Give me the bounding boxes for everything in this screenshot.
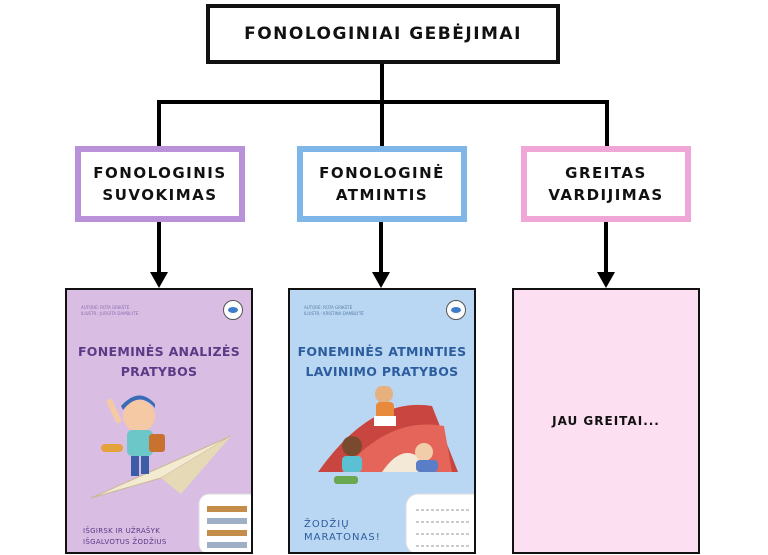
book-cover-coming-soon: JAU GREITAI... bbox=[512, 288, 700, 554]
book-cover-foneminės-analizes[interactable]: AUTORĖ: RŪTA GRIKŠTĖ ILIUSTR.: JURGITA D… bbox=[65, 288, 253, 554]
arrow-cat2-book2 bbox=[372, 222, 390, 288]
category-label-line1: GREITAS bbox=[548, 162, 663, 184]
root-node: FONOLOGINIAI GEBĖJIMAI bbox=[206, 4, 560, 64]
book-subtitle-line2: MARATONAS! bbox=[304, 531, 381, 544]
arrow-cat1-book1 bbox=[150, 222, 168, 288]
publisher-logo-icon bbox=[446, 300, 466, 320]
book-title: FONEMINĖS ATMINTIES LAVINIMO PRATYBOS bbox=[290, 342, 474, 382]
worksheet-thumbnail-illustration bbox=[400, 488, 476, 554]
publisher-logo-icon bbox=[223, 300, 243, 320]
book-title: FONEMINĖS ANALIZĖS PRATYBOS bbox=[67, 342, 251, 382]
book-illustrator-line: ILIUSTR.: JURGITA DAMBLYTĖ bbox=[81, 311, 138, 317]
book-title-line2: LAVINIMO PRATYBOS bbox=[290, 362, 474, 382]
category-label-line2: VARDIJIMAS bbox=[548, 184, 663, 206]
book-cover-fonemines-atminties[interactable]: AUTORĖ: RŪTA GRIKŠTĖ ILIUSTR.: KRISTINA … bbox=[288, 288, 476, 554]
book-authors: AUTORĖ: RŪTA GRIKŠTĖ ILIUSTR.: KRISTINA … bbox=[304, 305, 364, 317]
book-subtitle: IŠGIRSK IR UŽRAŠYK IŠGALVOTUS ŽODŽIUS bbox=[83, 526, 167, 548]
root-label: FONOLOGINIAI GEBĖJIMAI bbox=[244, 24, 522, 44]
category-label-line2: SUVOKIMAS bbox=[93, 184, 226, 206]
book-title-line1: FONEMINĖS ATMINTIES bbox=[290, 342, 474, 362]
book-subtitle-line1: ŽODŽIŲ bbox=[304, 518, 381, 531]
category-fonologine-atmintis: FONOLOGINĖ ATMINTIS bbox=[297, 146, 467, 222]
book-authors: AUTORĖ: RŪTA GRIKŠTĖ ILIUSTR.: JURGITA D… bbox=[81, 305, 138, 317]
book-title-line1: FONEMINĖS ANALIZĖS bbox=[67, 342, 251, 362]
book-subtitle: ŽODŽIŲ MARATONAS! bbox=[304, 518, 381, 544]
book-subtitle-line2: IŠGALVOTUS ŽODŽIUS bbox=[83, 537, 167, 548]
category-label-line2: ATMINTIS bbox=[319, 184, 445, 206]
kids-book-tent-illustration bbox=[312, 386, 462, 496]
coming-soon-label: JAU GREITAI... bbox=[552, 414, 660, 428]
book-subtitle-line1: IŠGIRSK IR UŽRAŠYK bbox=[83, 526, 167, 537]
book-illustrator-line: ILIUSTR.: KRISTINA DAMBLYTĖ bbox=[304, 311, 364, 317]
category-fonologinis-suvokimas: FONOLOGINIS SUVOKIMAS bbox=[75, 146, 245, 222]
category-greitas-vardijimas: GREITAS VARDIJIMAS bbox=[521, 146, 691, 222]
category-label-line1: FONOLOGINĖ bbox=[319, 162, 445, 184]
book-title-line2: PRATYBOS bbox=[67, 362, 251, 382]
category-label-line1: FONOLOGINIS bbox=[93, 162, 226, 184]
worksheet-thumbnail-illustration bbox=[193, 488, 253, 554]
arrow-cat3-book3 bbox=[597, 222, 615, 288]
